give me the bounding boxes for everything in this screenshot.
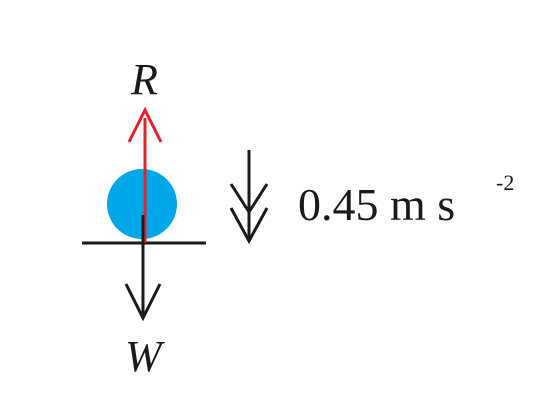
ball <box>107 169 177 239</box>
reaction-force-arrow <box>127 106 163 243</box>
acceleration-unit-exponent: -2 <box>496 170 515 195</box>
acceleration-arrow <box>229 150 269 245</box>
weight-force-label: W <box>125 332 162 381</box>
acceleration-value: 0.45 m s <box>298 179 456 230</box>
reaction-force-label: R <box>131 55 158 104</box>
weight-force-arrow <box>124 215 162 322</box>
